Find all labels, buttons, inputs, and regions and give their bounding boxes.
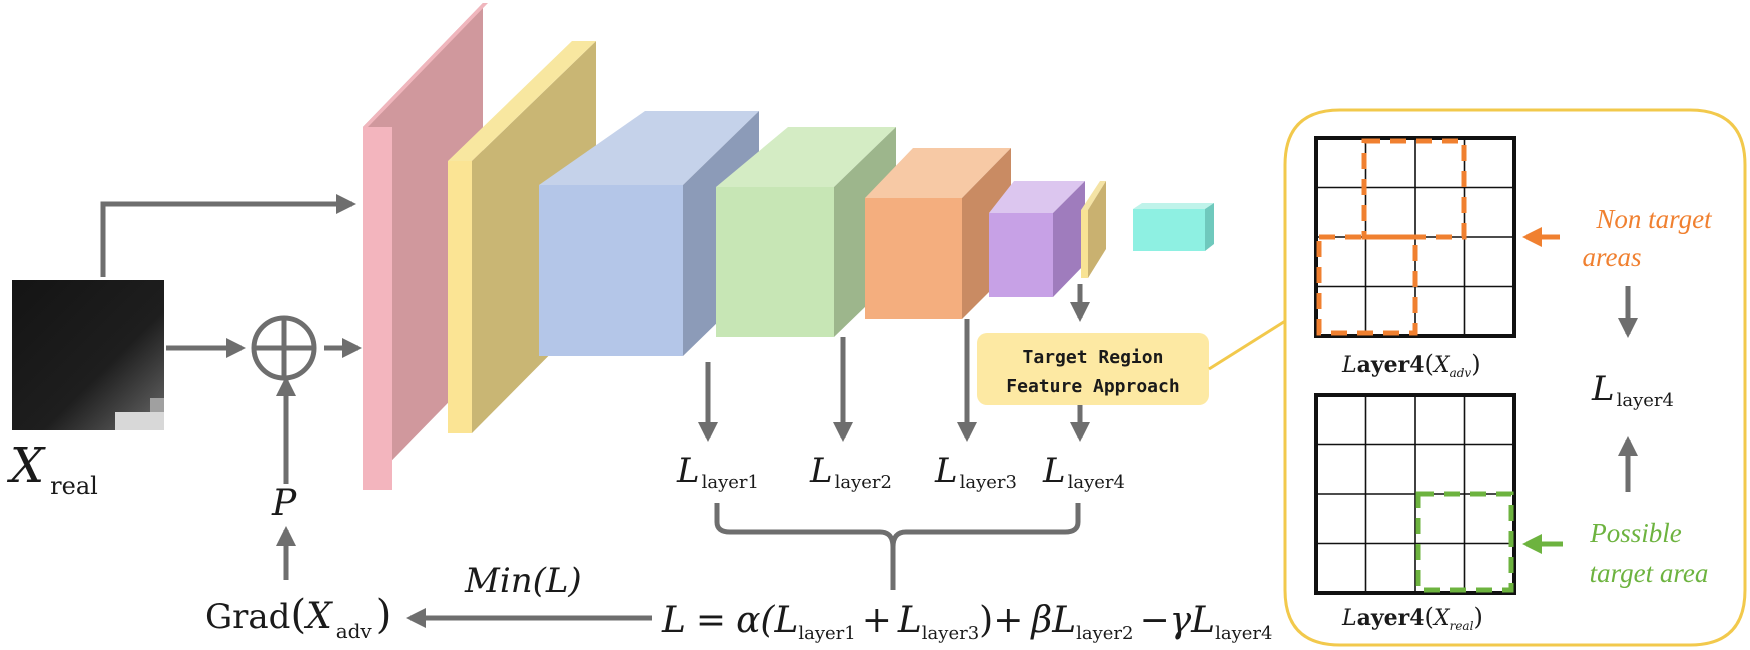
target-region-box: Target Region Feature Approach <box>977 333 1209 405</box>
non-target-label-line2: areas <box>1583 242 1642 272</box>
network-layer-6 <box>989 181 1085 297</box>
input-image <box>12 280 164 430</box>
possible-target-label-line1: Possible <box>1589 518 1682 548</box>
grid-real-caption: Layer4(Xreal) <box>1341 603 1483 633</box>
possible-target-region <box>1415 491 1514 593</box>
target-box-line1: Target Region <box>1023 347 1164 368</box>
non-target-label-line1: Non target <box>1595 204 1713 234</box>
network-layer-7 <box>1081 181 1106 278</box>
possible-target-label-line2: target area <box>1590 558 1709 588</box>
non-target-region-2 <box>1316 234 1418 336</box>
network-layer-5 <box>865 148 1011 319</box>
target-box-line2: Feature Approach <box>1006 376 1179 397</box>
feature-grid-real <box>1314 393 1516 595</box>
minimize-label: Min(L) <box>464 561 582 601</box>
panel-connector-line <box>1208 316 1291 371</box>
network-layer-8 <box>1133 203 1214 251</box>
loss-bracket <box>714 503 1081 590</box>
non-target-region-1 <box>1361 138 1467 240</box>
add-operator-icon <box>251 315 317 381</box>
skip-arrow <box>100 194 356 277</box>
grid-adv-caption: Layer4(Xadv) <box>1341 350 1481 380</box>
total-loss-formula: L=α(Llayer1+Llayer3)+βLlayer2−γLlayer4 <box>661 600 1272 644</box>
feature-grid-adv <box>1314 136 1516 338</box>
perturbation-label: P <box>271 483 297 524</box>
